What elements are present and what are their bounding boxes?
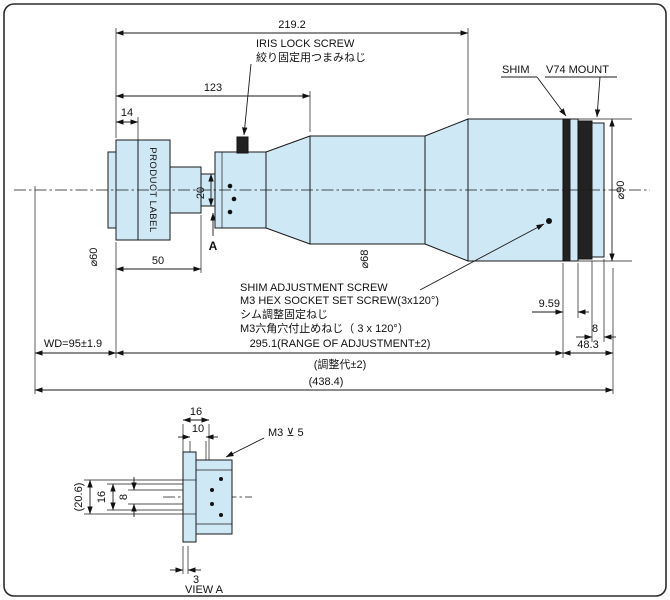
iris-lock-screw-label: IRIS LOCK SCREW [256, 38, 355, 50]
tapped-hole-icon [219, 513, 223, 517]
view-a-title: VIEW A [185, 584, 224, 596]
v74-mount-label: V74 MOUNT [546, 64, 609, 76]
leader-lines [210, 63, 617, 291]
view-a-flange [182, 451, 197, 543]
dim-va-16-top: 16 [190, 406, 202, 418]
shim-adjustment-screw-icon [546, 218, 552, 224]
dim-range-jp: (調整代±2) [314, 357, 366, 371]
dimension-lines [34, 30, 616, 393]
view-a-cylinder [195, 459, 233, 535]
shim-adjust-label-3: シム調整固定ねじ [240, 307, 328, 321]
iris-leader [242, 63, 252, 136]
tapped-hole-icon [210, 488, 214, 492]
set-screw-icon [227, 209, 233, 215]
shim-leader [536, 76, 567, 117]
shim-adjust-label-1: SHIM ADJUSTMENT SCREW [240, 282, 388, 294]
section-a-marker: A [209, 239, 218, 253]
dim-dia90: ⌀90 [615, 181, 627, 200]
shim-adjust-label-4: M3六角穴付止めねじ（ 3 x 120°） [240, 321, 409, 335]
iris-lock-screw-label-jp: 絞り固定用つまみねじ [256, 50, 366, 64]
set-screw-icon [227, 183, 233, 189]
set-screw-icon [231, 196, 237, 202]
dim-9-59: 9.59 [539, 298, 560, 310]
dim-20: 20 [195, 187, 207, 199]
dim-219: 219.2 [278, 19, 306, 31]
shim-adjust-label-2: M3 HEX SOCKET SET SCREW(3x120°) [240, 295, 439, 307]
view-a-dimensions [84, 417, 265, 574]
dim-dia68: ⌀68 [359, 250, 371, 269]
v74-leader [594, 76, 601, 118]
tapped-hole-icon [219, 477, 223, 481]
drawing-border [3, 3, 667, 597]
dim-va-20-6: (20.6) [73, 483, 85, 512]
dim-wd: WD=95±1.9 [44, 338, 102, 350]
shim-label: SHIM [502, 64, 530, 76]
dim-va-m3: M3 ⊻ 5 [268, 427, 304, 439]
dim-range-en: 295.1(RANGE OF ADJUSTMENT±2) [250, 338, 431, 350]
dim-va-3: 3 [193, 574, 199, 586]
dim-438: (438.4) [309, 376, 344, 388]
dim-va-16-left: 16 [96, 491, 108, 503]
dim-8: 8 [592, 323, 598, 335]
tapped-hole-icon [210, 502, 214, 506]
view-a-part [182, 451, 233, 543]
dim-va-8: 8 [118, 494, 130, 500]
dim-50: 50 [152, 255, 164, 267]
product-label-text: PRODUCT LABEL [147, 147, 158, 233]
dim-123: 123 [204, 82, 222, 94]
dim-dia60: ⌀60 [88, 248, 100, 267]
dim-48-3: 48.3 [577, 339, 598, 351]
iris-lock-knob [236, 136, 249, 154]
dim-va-10: 10 [192, 423, 204, 435]
m3-leader [225, 437, 265, 458]
dim-14: 14 [121, 107, 133, 119]
shim-screw-leader [419, 223, 545, 291]
